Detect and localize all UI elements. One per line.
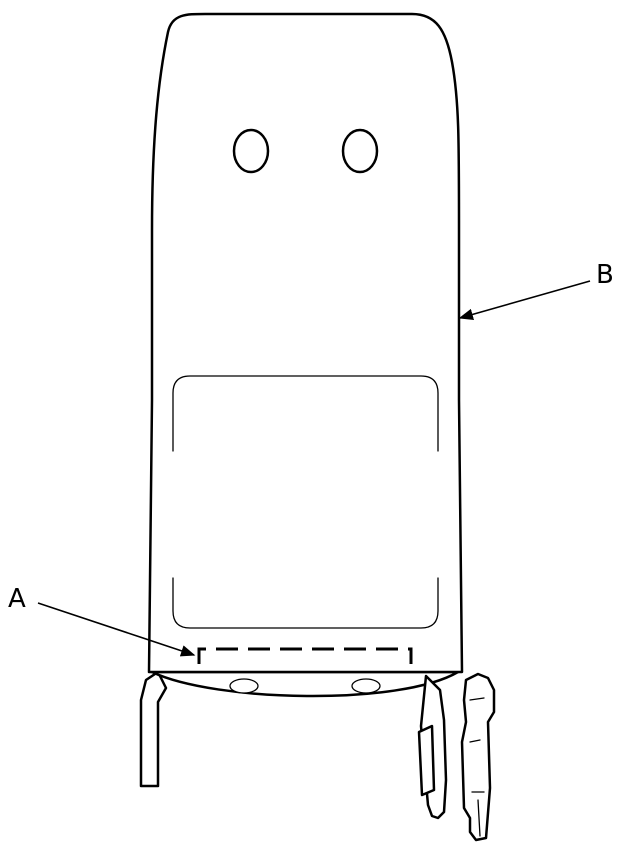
callout-a: A — [8, 584, 196, 657]
callout-a-label: A — [8, 584, 26, 614]
base-hole-left — [229, 678, 259, 694]
callout-a-leader — [37, 602, 196, 657]
lower-base — [150, 670, 460, 698]
mounting-hole-right — [341, 128, 379, 174]
clip-location-dashed — [197, 647, 413, 664]
left-support-leg — [139, 670, 168, 788]
seat-back-panel — [147, 12, 464, 674]
base-hole-right — [351, 678, 381, 694]
mounting-hole-left — [232, 128, 270, 174]
callout-b: B — [458, 260, 614, 320]
callout-b-leader — [458, 280, 591, 320]
right-hinge-bracket — [417, 672, 496, 842]
service-cover-outline — [172, 375, 439, 629]
callout-b-label: B — [596, 260, 614, 290]
